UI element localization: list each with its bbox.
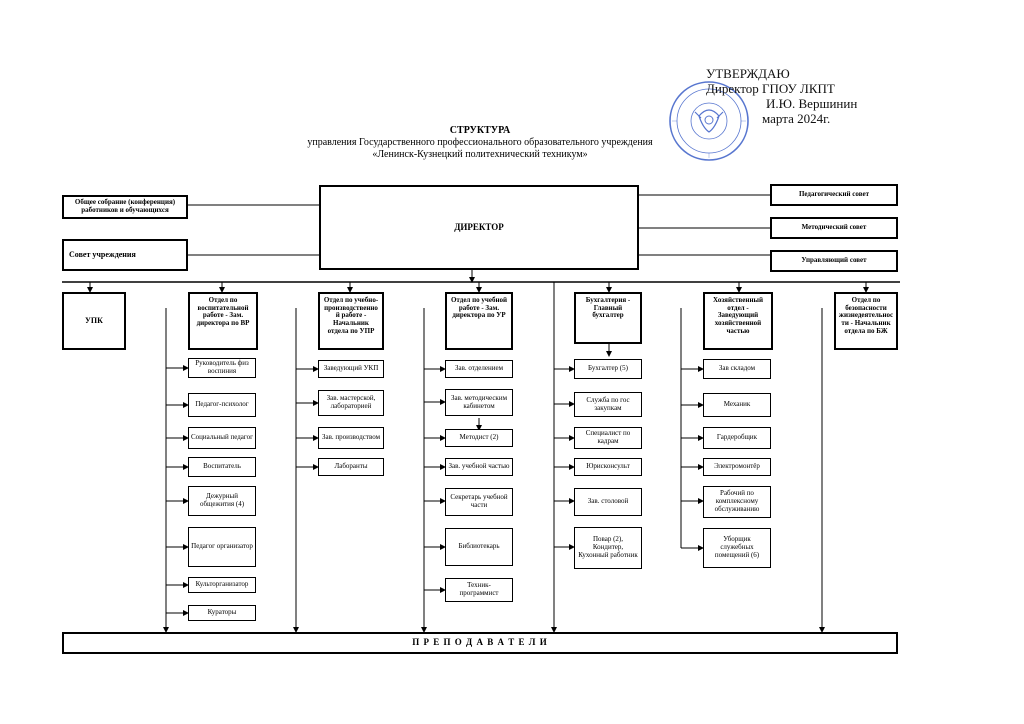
- dept-head-ur: Отдел по учебной работе - Зам. директора…: [445, 292, 513, 350]
- vr-item: Педагог-психолог: [188, 393, 256, 417]
- vr-item: Воспитатель: [188, 457, 256, 477]
- vr-item: Педагог организатор: [188, 527, 256, 567]
- dept-head-household: Хозяйственный отдел - Заведующий хозяйст…: [703, 292, 773, 350]
- vr-item: Культорганизатор: [188, 577, 256, 593]
- methodical-council-box: Методический совет: [770, 217, 898, 239]
- vr-item: Дежурный общежития (4): [188, 486, 256, 516]
- ur-item: Зав. методическим кабинетом: [445, 389, 513, 416]
- dept-head-upr: Отдел по учебно-производственно й работе…: [318, 292, 384, 350]
- household-item: Рабочий по комплексному обслуживанию: [703, 486, 771, 518]
- household-item: Электромонтёр: [703, 458, 771, 476]
- vr-item: Социальный педагог: [188, 427, 256, 449]
- vr-item: Кураторы: [188, 605, 256, 621]
- ur-item: Техник-программист: [445, 578, 513, 602]
- approval-line-3: И.Ю. Вершинин: [766, 96, 858, 111]
- accounting-item: Повар (2), Кондитер, Кухонный работник: [574, 527, 642, 569]
- approval-block: УТВЕРЖДАЮ Директор ГПОУ ЛКПТ И.Ю. Вершин…: [706, 66, 857, 126]
- upr-item: Заведующий УКП: [318, 360, 384, 378]
- upr-item: Зав. мастерской, лабораторией: [318, 390, 384, 416]
- title-subtitle-2: «Ленинск-Кузнецкий политехнический техни…: [372, 149, 588, 160]
- upr-item: Зав. производством: [318, 427, 384, 449]
- ur-item: Методист (2): [445, 429, 513, 447]
- title-structure: СТРУКТУРА: [449, 125, 511, 136]
- council-box: Совет учреждения: [62, 239, 188, 271]
- teachers-bar: П Р Е П О Д А В А Т Е Л И: [62, 632, 898, 654]
- dept-head-upk: УПК: [62, 292, 126, 350]
- ur-item: Библиотекарь: [445, 528, 513, 566]
- dept-head-vr: Отдел по воспитательной работе - Зам. ди…: [188, 292, 258, 350]
- dept-head-safety: Отдел по безопасности жизнедеятельнос ти…: [834, 292, 898, 350]
- director-box: ДИРЕКТОР: [319, 185, 639, 270]
- ur-item: Зав. отделением: [445, 360, 513, 378]
- vr-item: Руководитель физ воспиния: [188, 358, 256, 378]
- document-title: СТРУКТУРА управления Государственного пр…: [0, 125, 960, 161]
- ur-item: Секретарь учебной части: [445, 488, 513, 516]
- pedagogical-council-box: Педагогический совет: [770, 184, 898, 206]
- approval-line-2: Директор ГПОУ ЛКПТ: [706, 81, 835, 96]
- household-item: Зав складом: [703, 359, 771, 379]
- upr-item: Лаборанты: [318, 458, 384, 476]
- approval-line-4: марта 2024г.: [762, 111, 831, 126]
- accounting-item: Юрисконсульт: [574, 458, 642, 476]
- accounting-item: Бухгалтер (5): [574, 359, 642, 379]
- dept-head-accounting: Бухгалтерия - Главный бухгалтер: [574, 292, 642, 344]
- household-item: Уборщик служебных помещений (6): [703, 528, 771, 568]
- managing-council-box: Управляющий совет: [770, 250, 898, 272]
- accounting-item: Специалист по кадрам: [574, 427, 642, 449]
- accounting-item: Служба по гос закупкам: [574, 392, 642, 417]
- household-item: Механик: [703, 393, 771, 417]
- general-meeting-box: Общее собрание (конференция) работников …: [62, 195, 188, 219]
- official-seal: [669, 81, 749, 161]
- title-subtitle-1: управления Государственного профессионал…: [307, 137, 653, 148]
- household-item: Гардеробщик: [703, 427, 771, 449]
- ur-item: Зав. учебной частью: [445, 458, 513, 476]
- accounting-item: Зав. столовой: [574, 488, 642, 516]
- approval-line-1: УТВЕРЖДАЮ: [706, 66, 790, 81]
